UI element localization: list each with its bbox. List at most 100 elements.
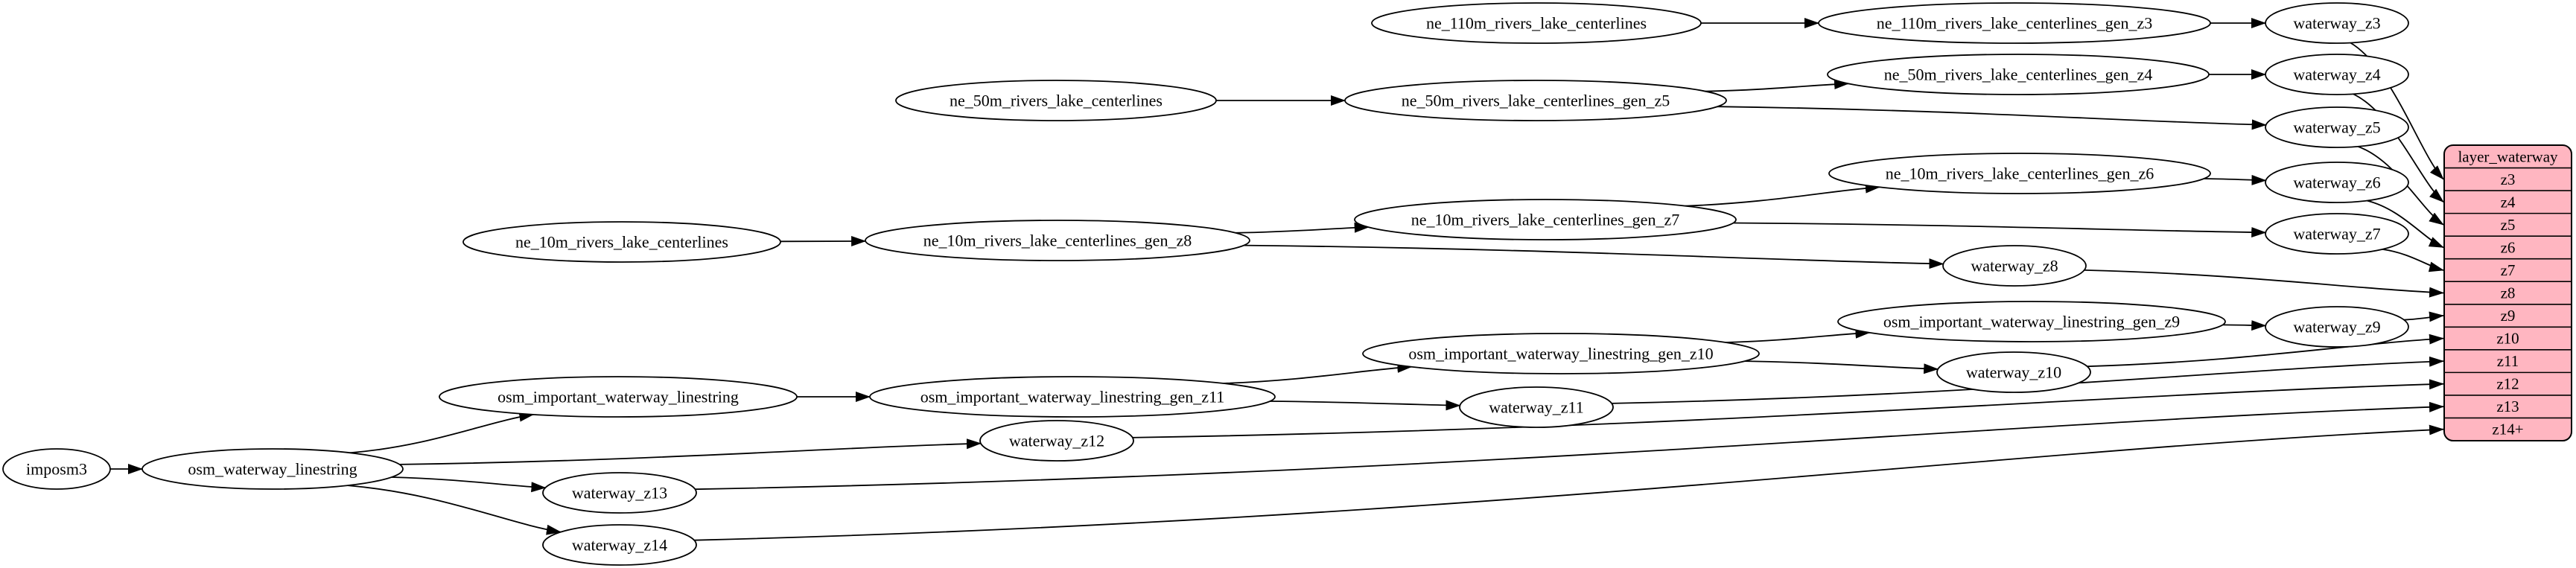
node-waterway_z13-shape [542, 472, 697, 514]
node-waterway_z10-label: waterway_z10 [1966, 363, 2061, 382]
node-waterway_z5: waterway_z5 [2265, 106, 2409, 148]
node-waterway_z14-label: waterway_z14 [572, 536, 667, 555]
node-osm_waterway_linestring: osm_waterway_linestring [141, 448, 404, 490]
edge-waterway_z13-to-layer_waterway-z13 [695, 401, 2444, 491]
edge-waterway_z12-to-layer_waterway-z12 [1132, 379, 2444, 438]
node-ne_110m_rivers_lake_centerlines_gen_z3-label: ne_110m_rivers_lake_centerlines_gen_z3 [1877, 14, 2153, 33]
node-osm_important_waterway_linestring_gen_z11-shape [869, 376, 1276, 418]
node-waterway_z3-label: waterway_z3 [2293, 14, 2380, 33]
edge-osm_important_waterway_linestring_gen_z10-to-waterway_z10 [1744, 360, 1939, 374]
node-waterway_z4-label: waterway_z4 [2293, 66, 2380, 84]
node-waterway_z9-label: waterway_z9 [2293, 318, 2380, 336]
node-osm_waterway_linestring-label: osm_waterway_linestring [188, 460, 357, 479]
node-waterway_z5-label: waterway_z5 [2293, 118, 2380, 137]
edge-waterway_z7-to-layer_waterway-z7 [2382, 249, 2444, 272]
edge-waterway_z6-to-layer_waterway-z6 [2366, 200, 2444, 249]
node-waterway_z11: waterway_z11 [1459, 386, 1614, 428]
node-waterway_z11-shape [1459, 386, 1614, 428]
table-row-z4: z4 [2501, 193, 2516, 211]
node-waterway_z10: waterway_z10 [1936, 351, 2091, 393]
edge-osm_waterway_linestring-to-waterway_z14 [347, 485, 562, 535]
table-row-z5: z5 [2501, 216, 2516, 234]
node-waterway_z8: waterway_z8 [1942, 245, 2087, 287]
node-waterway_z8-label: waterway_z8 [1971, 257, 2058, 275]
node-waterway_z3-shape [2265, 2, 2409, 44]
edge-ne_10m_rivers_lake_centerlines_gen_z7-to-waterway_z7 [1733, 222, 2267, 238]
node-osm_important_waterway_linestring_gen_z9: osm_important_waterway_linestring_gen_z9 [1837, 301, 2226, 342]
node-ne_50m_rivers_lake_centerlines: ne_50m_rivers_lake_centerlines [895, 80, 1217, 121]
table-row-z11: z11 [2497, 352, 2519, 370]
edge-waterway_z11-to-layer_waterway-z11 [1612, 356, 2444, 404]
node-waterway_z6: waterway_z6 [2265, 162, 2409, 203]
node-ne_10m_rivers_lake_centerlines_gen_z8-label: ne_10m_rivers_lake_centerlines_gen_z8 [923, 232, 1192, 250]
node-ne_110m_rivers_lake_centerlines-label: ne_110m_rivers_lake_centerlines [1426, 14, 1647, 33]
edge-ne_50m_rivers_lake_centerlines_gen_z5-to-waterway_z5 [1717, 106, 2267, 130]
table-row-z8: z8 [2501, 284, 2516, 302]
node-waterway_z14: waterway_z14 [542, 524, 697, 566]
node-waterway_z14-shape [542, 524, 697, 566]
node-ne_110m_rivers_lake_centerlines_gen_z3-shape [1818, 2, 2211, 44]
node-osm_important_waterway_linestring_gen_z11-label: osm_important_waterway_linestring_gen_z1… [920, 388, 1225, 406]
table-row-z3: z3 [2501, 170, 2516, 188]
node-osm_important_waterway_linestring: osm_important_waterway_linestring [439, 376, 798, 418]
edge-osm_important_waterway_linestring_gen_z11-to-waterway_z11 [1270, 400, 1461, 411]
node-ne_50m_rivers_lake_centerlines-shape [895, 80, 1217, 121]
node-osm_waterway_linestring-shape [141, 448, 404, 490]
edge-waterway_z4-to-layer_waterway-z4 [2353, 93, 2444, 202]
edge-osm_waterway_linestring-to-osm_important_waterway_linestring [349, 411, 535, 454]
node-waterway_z11-label: waterway_z11 [1489, 398, 1583, 417]
node-waterway_z9: waterway_z9 [2265, 306, 2409, 348]
node-ne_10m_rivers_lake_centerlines_gen_z6-shape [1828, 153, 2211, 194]
table-row-z10: z10 [2496, 330, 2519, 348]
table-layer_waterway-shape [2443, 144, 2572, 441]
node-imposm3: imposm3 [2, 448, 111, 490]
table-row-z13: z13 [2496, 398, 2519, 415]
node-ne_10m_rivers_lake_centerlines_gen_z7: ne_10m_rivers_lake_centerlines_gen_z7 [1354, 199, 1737, 240]
node-osm_important_waterway_linestring-shape [439, 376, 798, 418]
node-waterway_z8-shape [1942, 245, 2087, 287]
edge-osm_important_waterway_linestring_gen_z10-to-osm_important_waterway_linestring_gen_z9 [1725, 328, 1871, 343]
edge-osm_waterway_linestring-to-waterway_z12 [399, 438, 982, 465]
edge-waterway_z8-to-layer_waterway-z8 [2084, 269, 2444, 298]
node-waterway_z12-shape [979, 420, 1134, 462]
node-ne_10m_rivers_lake_centerlines-label: ne_10m_rivers_lake_centerlines [515, 233, 728, 252]
node-ne_10m_rivers_lake_centerlines-shape [462, 221, 781, 263]
edge-waterway_z10-to-layer_waterway-z10 [2087, 334, 2444, 368]
node-osm_important_waterway_linestring_gen_z10-label: osm_important_waterway_linestring_gen_z1… [1408, 345, 1713, 363]
node-osm_important_waterway_linestring_gen_z10: osm_important_waterway_linestring_gen_z1… [1362, 333, 1760, 374]
node-imposm3-label: imposm3 [26, 460, 87, 479]
node-ne_110m_rivers_lake_centerlines: ne_110m_rivers_lake_centerlines [1371, 2, 1702, 44]
node-waterway_z7-shape [2265, 213, 2409, 255]
node-ne_50m_rivers_lake_centerlines_gen_z5-label: ne_50m_rivers_lake_centerlines_gen_z5 [1402, 92, 1670, 110]
node-ne_10m_rivers_lake_centerlines_gen_z7-shape [1354, 199, 1737, 240]
node-ne_10m_rivers_lake_centerlines: ne_10m_rivers_lake_centerlines [462, 221, 781, 263]
nodes-layer: imposm3 osm_waterway_linestring osm_import… [2, 2, 2409, 566]
node-waterway_z12: waterway_z12 [979, 420, 1134, 462]
node-osm_important_waterway_linestring_gen_z9-shape [1837, 301, 2226, 342]
node-ne_10m_rivers_lake_centerlines_gen_z8-shape [865, 220, 1250, 261]
table-layer: layer_waterwayz3z4z5z6z7z8z9z10z11z12z13… [2443, 144, 2572, 441]
edge-waterway_z9-to-layer_waterway-z9 [2403, 311, 2444, 322]
edge-ne_10m_rivers_lake_centerlines_gen_z8-to-waterway_z8 [1244, 244, 1944, 269]
node-ne_50m_rivers_lake_centerlines-label: ne_50m_rivers_lake_centerlines [950, 92, 1163, 110]
table-row-z6: z6 [2501, 238, 2516, 256]
node-waterway_z13-label: waterway_z13 [572, 484, 667, 502]
node-ne_10m_rivers_lake_centerlines_gen_z6: ne_10m_rivers_lake_centerlines_gen_z6 [1828, 153, 2211, 194]
node-ne_50m_rivers_lake_centerlines_gen_z5: ne_50m_rivers_lake_centerlines_gen_z5 [1344, 80, 1727, 121]
node-ne_110m_rivers_lake_centerlines_gen_z3: ne_110m_rivers_lake_centerlines_gen_z3 [1818, 2, 2211, 44]
table-row-z14+: z14+ [2492, 421, 2523, 438]
node-osm_important_waterway_linestring_gen_z11: osm_important_waterway_linestring_gen_z1… [869, 376, 1276, 418]
node-waterway_z6-label: waterway_z6 [2293, 173, 2380, 192]
table-layer_waterway: layer_waterwayz3z4z5z6z7z8z9z10z11z12z13… [2443, 144, 2572, 441]
node-waterway_z5-shape [2265, 106, 2409, 148]
node-waterway_z10-shape [1936, 351, 2091, 393]
node-waterway_z6-shape [2265, 162, 2409, 203]
table-row-z7: z7 [2501, 261, 2516, 279]
node-ne_50m_rivers_lake_centerlines_gen_z4-shape [1827, 54, 2210, 95]
node-waterway_z7: waterway_z7 [2265, 213, 2409, 255]
edge-ne_10m_rivers_lake_centerlines_gen_z7-to-ne_10m_rivers_lake_centerlines_gen_z6 [1685, 182, 1880, 207]
node-waterway_z7-label: waterway_z7 [2293, 225, 2380, 243]
node-ne_10m_rivers_lake_centerlines_gen_z6-label: ne_10m_rivers_lake_centerlines_gen_z6 [1886, 165, 2154, 183]
